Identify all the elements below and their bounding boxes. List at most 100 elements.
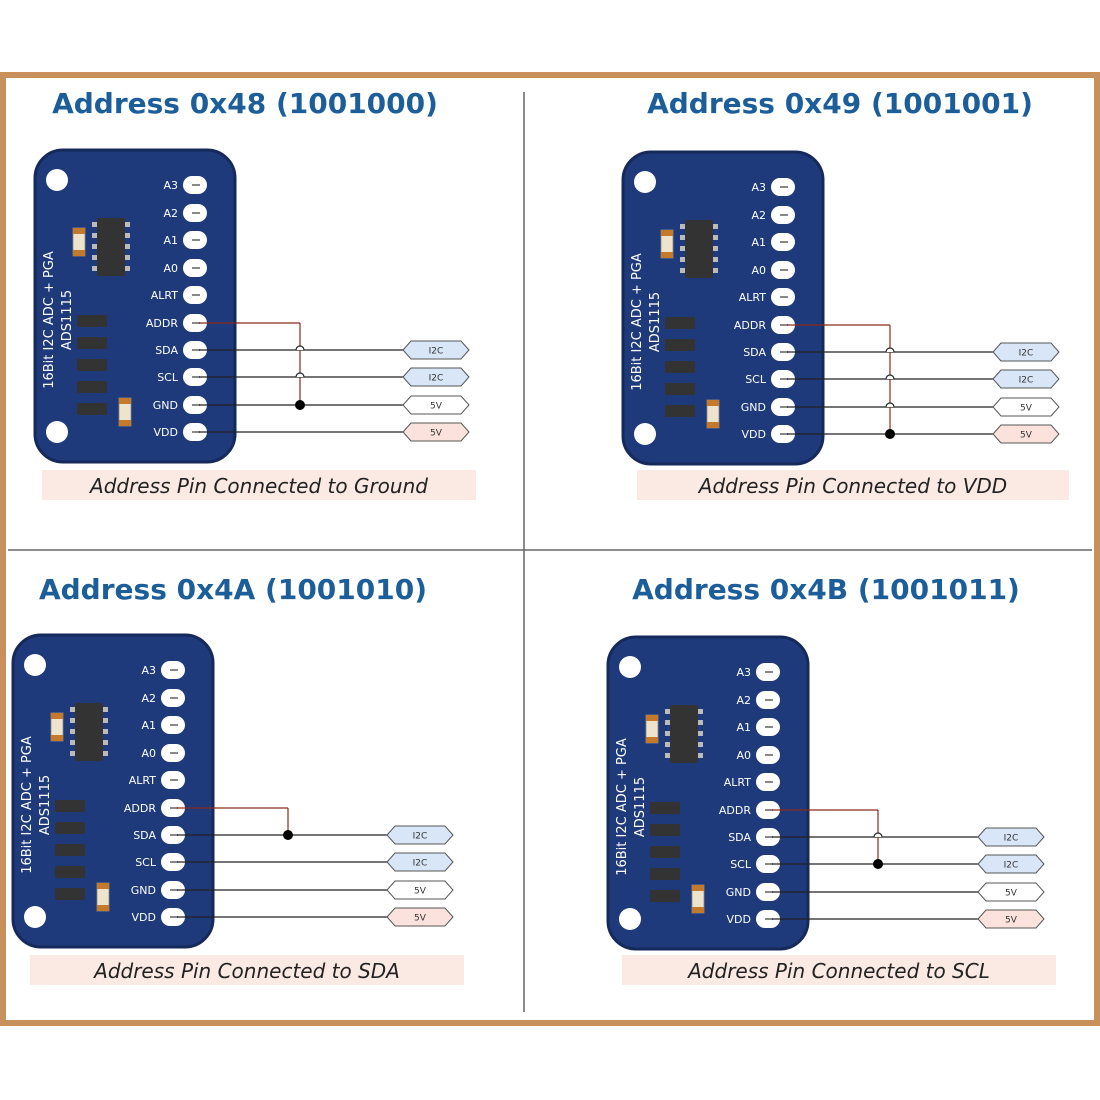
smd-resistor	[77, 315, 107, 327]
pin-label-scl: SCL	[745, 373, 767, 386]
smd-capacitor-end	[119, 398, 131, 404]
chip-lead	[698, 720, 703, 725]
chip-lead	[713, 268, 718, 273]
pin-pad-mark	[192, 212, 200, 214]
pin-label-a1: A1	[736, 721, 751, 734]
pin-pad-mark	[192, 184, 200, 186]
pin-label-a1: A1	[141, 719, 156, 732]
pin-pad-mark	[192, 376, 200, 378]
signal-tag-label: I2C	[429, 347, 444, 357]
caption-box	[622, 955, 1056, 985]
smd-capacitor-end	[661, 252, 673, 258]
board-label-1: 16Bit I2C ADC + PGA	[615, 738, 630, 876]
mounting-hole	[24, 906, 46, 928]
chip-lead	[665, 720, 670, 725]
pin-label-scl: SCL	[730, 858, 752, 871]
pin-label-sda: SDA	[155, 344, 178, 357]
smd-resistor	[55, 800, 85, 812]
junction-dot	[885, 429, 895, 439]
mounting-hole	[46, 421, 68, 443]
pin-label-sda: SDA	[133, 829, 156, 842]
signal-tag	[977, 909, 1045, 929]
pin-label-a0: A0	[141, 747, 156, 760]
smd-resistor	[665, 405, 695, 417]
pin-pad-mark	[170, 697, 178, 699]
signal-tag	[977, 854, 1045, 874]
pin-pad-mark	[765, 754, 773, 756]
signal-tag-label: I2C	[1019, 376, 1034, 386]
pin-pad-mark	[780, 214, 788, 216]
board-label-2: ADS1115	[633, 777, 648, 837]
signal-tag	[402, 422, 470, 442]
chip-lead	[92, 233, 97, 238]
pin-pad-mark	[780, 324, 788, 326]
pin-pad-mark	[780, 296, 788, 298]
pin-label-addr: ADDR	[734, 319, 766, 332]
pin-pad-mark	[780, 378, 788, 380]
signal-tag-label: I2C	[1004, 861, 1019, 871]
pin-label-sda: SDA	[743, 346, 766, 359]
pin-label-gnd: GND	[726, 886, 751, 899]
pin-pad-mark	[170, 779, 178, 781]
adc-chip	[685, 220, 713, 278]
smd-resistor	[55, 866, 85, 878]
board-label-2: ADS1115	[648, 292, 663, 352]
signal-tag-label: 5V	[414, 887, 427, 897]
signal-tag-label: I2C	[429, 374, 444, 384]
chip-lead	[680, 224, 685, 229]
pin-label-vdd: VDD	[742, 428, 766, 441]
chip-lead	[665, 709, 670, 714]
chip-lead	[713, 246, 718, 251]
pin-pad-mark	[170, 861, 178, 863]
pin-label-vdd: VDD	[727, 913, 751, 926]
chip-lead	[713, 257, 718, 262]
pin-label-a3: A3	[141, 664, 156, 677]
pin-label-a0: A0	[736, 749, 751, 762]
smd-capacitor-end	[73, 228, 85, 234]
pin-label-gnd: GND	[153, 399, 178, 412]
pin-pad-mark	[170, 834, 178, 836]
board-label-1: 16Bit I2C ADC + PGA	[42, 251, 57, 389]
pin-label-a0: A0	[751, 264, 766, 277]
junction-dot	[283, 830, 293, 840]
mounting-hole	[619, 908, 641, 930]
smd-resistor	[650, 890, 680, 902]
panel-caption: Address Pin Connected to Ground	[88, 474, 428, 498]
mounting-hole	[619, 656, 641, 678]
pin-pad-mark	[765, 726, 773, 728]
pin-pad-mark	[780, 406, 788, 408]
panel-title: Address 0x4A (1001010)	[39, 573, 427, 606]
panel-title: Address 0x48 (1001000)	[52, 87, 438, 120]
signal-tag	[992, 424, 1060, 444]
pin-label-a3: A3	[736, 666, 751, 679]
chip-lead	[713, 235, 718, 240]
signal-tag	[402, 367, 470, 387]
chip-lead	[103, 751, 108, 756]
signal-tag-label: 5V	[1005, 889, 1018, 899]
panel-title: Address 0x49 (1001001)	[647, 87, 1033, 120]
smd-resistor	[665, 361, 695, 373]
chip-lead	[125, 266, 130, 271]
chip-lead	[103, 707, 108, 712]
pin-pad-mark	[780, 351, 788, 353]
chip-lead	[103, 718, 108, 723]
pin-label-a3: A3	[751, 181, 766, 194]
chip-lead	[665, 753, 670, 758]
pin-label-vdd: VDD	[154, 426, 178, 439]
signal-tag	[992, 369, 1060, 389]
smd-capacitor-end	[661, 230, 673, 236]
pin-label-a2: A2	[163, 207, 178, 220]
signal-tag	[386, 825, 454, 845]
pin-label-addr: ADDR	[146, 317, 178, 330]
pin-label-a3: A3	[163, 179, 178, 192]
pin-label-gnd: GND	[131, 884, 156, 897]
adc-chip	[670, 705, 698, 763]
pin-pad-mark	[170, 807, 178, 809]
signal-tag-label: 5V	[1005, 916, 1018, 926]
chip-lead	[125, 244, 130, 249]
pin-pad-mark	[765, 918, 773, 920]
signal-tag	[402, 340, 470, 360]
wire-crossover	[885, 374, 895, 380]
pin-pad-mark	[780, 269, 788, 271]
signal-tag	[386, 907, 454, 927]
